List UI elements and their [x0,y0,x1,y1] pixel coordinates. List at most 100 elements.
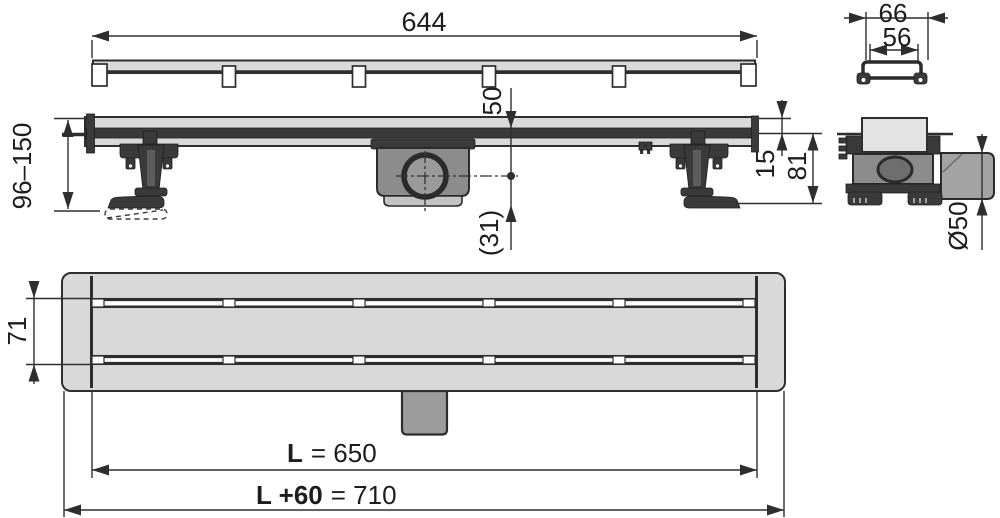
length-value: = 650 [311,438,377,468]
rail-clip [481,65,497,88]
arrowhead [776,101,788,118]
rail-end-clip [91,63,108,87]
dimension-label: 56 [883,22,912,52]
dim-channel-length: L = 650 [91,391,758,478]
top-view-grate-rail [91,59,757,88]
drain-outlet-plan [400,389,449,436]
dimension-label: (31) [474,210,504,256]
dim-profile-outer-width: 66 [844,0,948,60]
outlet-pipe [940,152,995,200]
dimension-label: L = 650 [287,438,377,468]
rail-clip [221,65,237,88]
clip-block [645,141,653,151]
clip-mark [482,355,496,365]
ghost-line [106,209,164,219]
dimension-node [507,172,515,180]
clip-block [638,141,646,151]
clip-mark [482,298,496,308]
arrowhead [740,30,757,42]
grate-end-block [861,117,928,153]
profile-foot-hole [861,78,866,82]
fixing-clip [638,141,653,154]
side-view-channel [62,113,759,220]
clip-mark [222,355,236,365]
dimension-label: L +60 = 710 [256,480,397,510]
length-prefix: L [287,438,303,468]
overall-length-value: = 710 [331,480,397,510]
end-view-grate-profile [856,60,928,85]
drain-trap [370,138,518,214]
arrowhead [976,198,988,216]
arrowhead [28,364,40,382]
dim-grate-width: 71 [2,281,93,384]
channel-inner-band [85,127,757,139]
dim-overall-length: L +60 = 710 [63,391,785,517]
dimension-label: 50 [477,87,507,116]
track-bed [93,297,755,309]
profile-outline [861,60,923,80]
foot-ridges [853,198,927,203]
channel-left-lip [86,113,95,154]
arrowhead [976,136,988,153]
body-side-tab [838,153,848,160]
plan-view-channel [61,272,786,436]
rail-clip [611,65,627,88]
arrowhead [62,120,74,137]
arrowhead [776,133,788,151]
dim-rail-length: 644 [91,7,758,58]
body-side-tab [838,137,848,144]
dim-depth-to-outlet: 50 (31) [474,87,517,256]
dimension-label: 66 [879,0,908,28]
dimension-label: 81 [782,152,812,181]
grate-track-bottom [93,354,755,366]
clip-mark [352,355,366,365]
arrowhead [807,133,819,151]
clip-mark [612,355,626,365]
clip-pin [647,149,651,154]
dimension-label: 71 [2,317,32,346]
rail-end-clip [740,63,757,87]
ghost-outline [104,208,168,220]
body-bottom-band [845,183,941,194]
arrowhead [849,12,866,24]
profile-foot-hole [918,78,923,82]
trap-oval [876,155,914,184]
arrowhead [64,504,81,516]
clip-mark [742,355,756,365]
dim-body-depth: 81 [736,133,822,205]
grate-track-top [93,297,755,309]
dimension-label: 96–150 [7,123,37,210]
arrowhead [928,12,945,24]
channel-plan-body [61,272,786,392]
clip-mark [91,355,105,365]
dim-profile-inner-width: 56 [869,22,919,61]
arrowhead [901,44,918,56]
dim-edge-height: 15 [750,100,822,178]
clip-mark [222,298,236,308]
arrowhead [740,464,757,476]
arrowhead [870,44,887,56]
body-foot [847,191,883,206]
clip-mark [742,298,756,308]
arrowhead [92,30,109,42]
trap-bottom-cap [383,195,463,207]
arrowhead [807,186,819,203]
track-bed [93,354,755,366]
arrowhead [28,281,40,298]
dimension-label: 15 [750,150,780,179]
dim-outlet-diameter: Ø50 [943,134,988,251]
track-clip-marks [91,298,756,365]
rail-clip [351,65,367,88]
clip-mark [91,298,105,308]
body-side-tab [838,145,848,152]
body-foot [907,191,943,206]
clip-mark [612,298,626,308]
dim-adjustable-height: 96–150 [7,117,100,212]
overall-length-prefix: L +60 [256,480,323,510]
arrowhead [92,464,109,476]
arrowhead [62,192,74,209]
arrowhead [767,504,784,516]
arrowhead [505,111,517,128]
clip-mark [352,298,366,308]
